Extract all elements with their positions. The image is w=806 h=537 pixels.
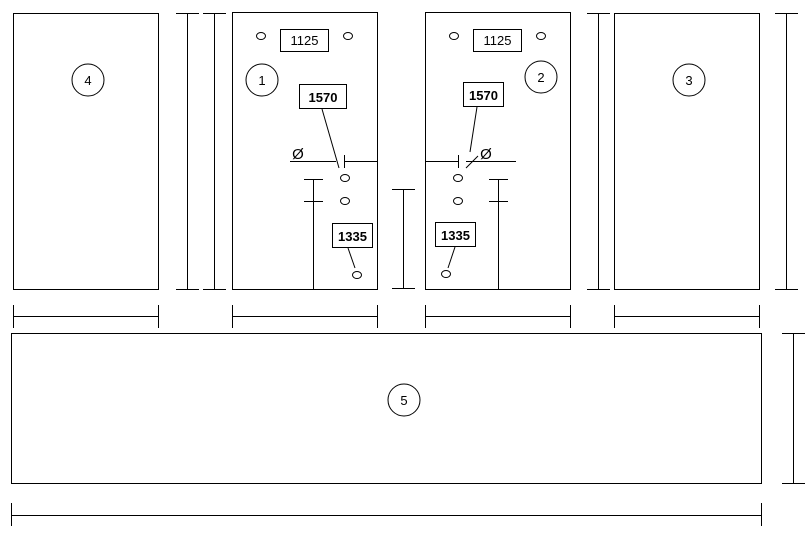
panel-3-width-dimension (614, 305, 760, 328)
panel-3-number-circle (672, 63, 706, 97)
panel-1-mid-leader (321, 108, 340, 169)
panel-2: 1125 2 1570 Ø 1335 (425, 12, 571, 290)
panel-2-mid-label-box (463, 82, 504, 107)
panel-1: 1125 1 1570 Ø 1335 (232, 12, 378, 290)
panel-1-mid-label-box (299, 84, 347, 109)
panel-3-outline (614, 13, 760, 290)
panel-2-low-leader (447, 246, 456, 269)
panel-3: 3 (614, 13, 760, 290)
panel-4-number: 4 (84, 73, 91, 88)
panel-2-hole (453, 174, 463, 182)
panel-4-outline (13, 13, 159, 290)
panel-1-low-leader (347, 247, 356, 269)
panel-1-hole (352, 271, 362, 279)
panel-2-mid-label: 1570 (469, 88, 498, 103)
panel-1-hole (340, 174, 350, 182)
panel-1-number: 1 (258, 73, 265, 88)
panel-1-number-circle (245, 63, 279, 97)
panel-4: 4 (13, 13, 159, 290)
panel-2-diameter-symbol: Ø (480, 146, 492, 163)
panel-1-low-label: 1335 (338, 229, 367, 244)
panel-2-low-label: 1335 (441, 228, 470, 243)
panel-2-top-label: 1125 (484, 33, 512, 48)
panel-1-top-label: 1125 (291, 33, 319, 48)
panel-1-diameter-symbol: Ø (292, 146, 304, 163)
panel-1-low-label-box (332, 223, 373, 248)
panel-1-outline (232, 12, 378, 290)
panel-5-width-dimension (11, 503, 762, 526)
panel-5-height-dimension (782, 333, 805, 484)
panel-4-width-dimension (13, 305, 159, 328)
panel-2-hole (536, 32, 546, 40)
panel-2-number-circle (524, 60, 558, 94)
panel-4-number-circle (71, 63, 105, 97)
panel-5-number: 5 (400, 393, 407, 408)
panel-5-number-circle (387, 383, 421, 417)
panel-4-height-dimensions (176, 13, 226, 290)
panel-3-height-dimensions (587, 13, 798, 290)
center-height-dimension (392, 189, 415, 289)
panel-1-top-label-box (280, 29, 329, 52)
panel-1-hole (256, 32, 266, 40)
panel-2-hole (453, 197, 463, 205)
panel-2-outline (425, 12, 571, 290)
panel-2-width-dimension (425, 305, 571, 328)
panel-2-hole (441, 270, 451, 278)
panel-3-number: 3 (685, 73, 692, 88)
panel-2-hole-line (465, 155, 479, 169)
panel-2-low-label-box (435, 222, 476, 247)
panel-1-mid-label: 1570 (309, 90, 338, 105)
panel-1-width-dimension (232, 305, 378, 328)
panel-1-hole (340, 197, 350, 205)
panel-2-mid-leader (469, 106, 478, 153)
panel-2-top-label-box (473, 29, 522, 52)
panel-5: 5 (11, 333, 762, 484)
panel-2-hole (449, 32, 459, 40)
panel-5-outline (11, 333, 762, 484)
panel-1-hole (343, 32, 353, 40)
panel-2-number: 2 (537, 70, 544, 85)
